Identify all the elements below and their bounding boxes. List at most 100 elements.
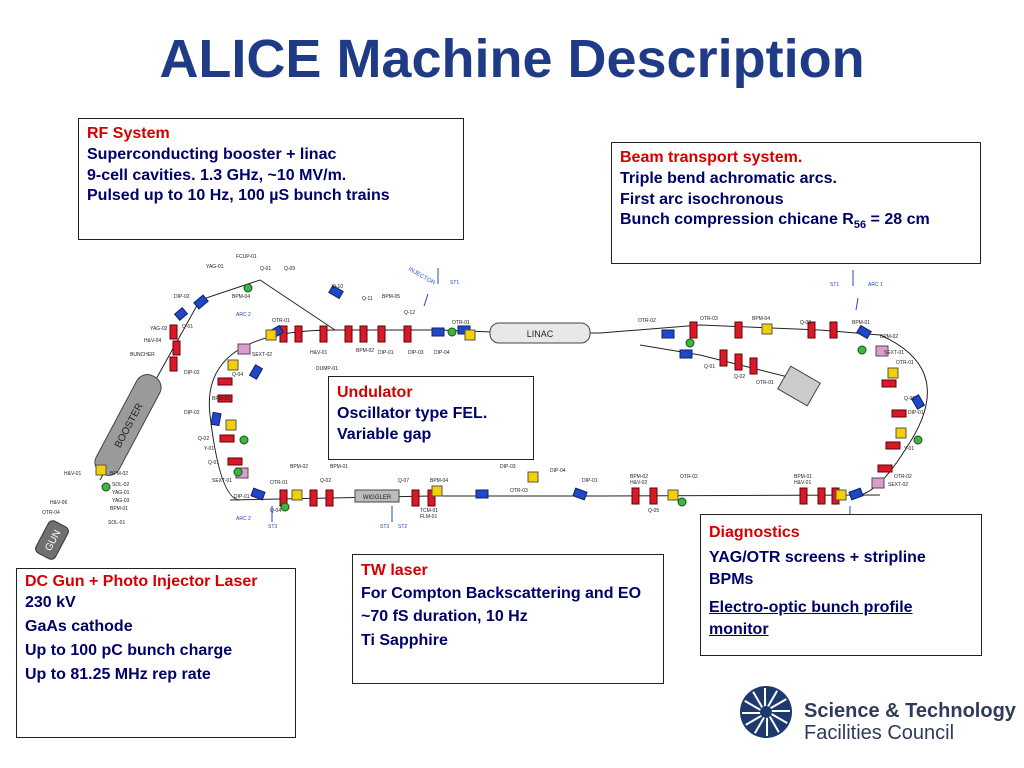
- svg-text:SOL-01: SOL-01: [108, 520, 125, 526]
- svg-text:BPM-01: BPM-01: [110, 506, 128, 512]
- svg-text:Q-11: Q-11: [362, 296, 373, 302]
- diag-line-1: YAG/OTR screens + stripline BPMs: [709, 549, 926, 588]
- svg-text:DIP-02: DIP-02: [184, 410, 200, 416]
- beam-line-3: Bunch compression chicane R56 = 28 cm: [620, 211, 930, 232]
- svg-text:OTR-02: OTR-02: [894, 474, 912, 480]
- quadrupole-magnets: [169, 321, 907, 507]
- svg-text:Q-02: Q-02: [198, 436, 209, 442]
- gun-line-1: 230 kV: [25, 594, 76, 611]
- svg-text:SEXT-01: SEXT-01: [884, 350, 904, 356]
- tw-laser-box: TW laser For Compton Backscattering and …: [352, 554, 664, 684]
- svg-text:Y-01: Y-01: [904, 446, 914, 452]
- svg-text:FLM-01: FLM-01: [420, 514, 437, 520]
- alice-layout-diagram: BOOSTER GUN LINAC WIGGLER INJECTOR: [35, 254, 928, 560]
- svg-text:BPM-02: BPM-02: [880, 334, 898, 340]
- svg-text:H&V-04: H&V-04: [144, 338, 161, 344]
- svg-text:ST3: ST3: [268, 524, 277, 530]
- tw-line-2: ~70 fS duration, 10 Hz: [361, 608, 528, 625]
- svg-text:Q-10: Q-10: [332, 284, 343, 290]
- svg-text:SEXT-01: SEXT-01: [212, 478, 232, 484]
- svg-text:Q-09: Q-09: [284, 266, 295, 272]
- gun-line-4: Up to 81.25 MHz rep rate: [25, 666, 211, 683]
- wiggler-label: WIGGLER: [363, 495, 392, 501]
- svg-text:YAG-02: YAG-02: [150, 326, 168, 332]
- dipole-magnets: [173, 284, 926, 501]
- undulator-line-1: Oscillator type FEL.: [337, 405, 488, 422]
- svg-text:Q-01: Q-01: [260, 266, 271, 272]
- tw-line-3: Ti Sapphire: [361, 632, 448, 649]
- svg-text:BPM-02: BPM-02: [356, 348, 374, 354]
- svg-text:DIP-01: DIP-01: [908, 410, 924, 416]
- svg-text:BPM-04: BPM-04: [752, 316, 770, 322]
- svg-text:OTR-03: OTR-03: [700, 316, 718, 322]
- svg-text:DUMP-01: DUMP-01: [316, 366, 338, 372]
- svg-text:ST1: ST1: [830, 282, 839, 288]
- svg-text:Q-02: Q-02: [734, 374, 745, 380]
- svg-text:Q-01: Q-01: [208, 460, 219, 466]
- svg-text:H&V-02: H&V-02: [630, 480, 647, 486]
- svg-text:OTR-01: OTR-01: [272, 318, 290, 324]
- svg-text:BUNCHER: BUNCHER: [130, 352, 155, 358]
- svg-text:H&V-06: H&V-06: [50, 500, 67, 506]
- svg-text:TCM-01: TCM-01: [420, 508, 438, 514]
- svg-text:YAG-03: YAG-03: [112, 498, 130, 504]
- svg-text:Q-01: Q-01: [182, 324, 193, 330]
- bpm-monitors: [95, 323, 907, 501]
- gun-heading: DC Gun + Photo Injector Laser: [25, 573, 258, 590]
- tw-line-1: For Compton Backscattering and EO: [361, 585, 642, 602]
- svg-text:SOL-02: SOL-02: [112, 482, 129, 488]
- stfc-logo: Science & Technology Facilities Council: [738, 684, 1016, 744]
- svg-text:BPM-02: BPM-02: [110, 471, 128, 477]
- wiggler: [354, 489, 400, 503]
- svg-text:Y-01: Y-01: [204, 446, 214, 452]
- stfc-name-line-1: Science & Technology: [804, 700, 1016, 722]
- svg-text:Q-07: Q-07: [398, 478, 409, 484]
- linac-label: LINAC: [527, 329, 554, 339]
- svg-text:Q-02: Q-02: [904, 396, 915, 402]
- svg-text:OTR-02: OTR-02: [638, 318, 656, 324]
- beam-line-2: First arc isochronous: [620, 191, 784, 208]
- svg-text:OTR-01: OTR-01: [896, 360, 914, 366]
- svg-text:ST1: ST1: [450, 280, 459, 286]
- stfc-emblem-icon: [740, 686, 792, 738]
- svg-text:SEXT-02: SEXT-02: [888, 482, 908, 488]
- beam-heading: Beam transport system.: [620, 149, 803, 166]
- svg-text:YAG-01: YAG-01: [206, 264, 224, 270]
- beam-line-1: Triple bend achromatic arcs.: [620, 170, 837, 187]
- svg-text:Q-12: Q-12: [404, 310, 415, 316]
- gun: [35, 520, 69, 560]
- svg-text:BPM-02: BPM-02: [630, 474, 648, 480]
- diagnostics-box: Diagnostics YAG/OTR screens + stripline …: [700, 514, 982, 656]
- diag-line-2: Electro-optic bunch profile monitor: [709, 599, 913, 638]
- svg-text:BPM-02: BPM-02: [290, 464, 308, 470]
- svg-text:OTR-03: OTR-03: [510, 488, 528, 494]
- svg-text:FCUP-01: FCUP-01: [236, 254, 257, 260]
- svg-text:Q-04: Q-04: [232, 372, 243, 378]
- svg-text:DIP-02: DIP-02: [174, 294, 190, 300]
- svg-text:ARC 2: ARC 2: [236, 312, 251, 318]
- svg-text:BPM-04: BPM-04: [430, 478, 448, 484]
- svg-text:BPM-01: BPM-01: [330, 464, 348, 470]
- svg-text:YAG-01: YAG-01: [112, 490, 130, 496]
- svg-text:OTR-02: OTR-02: [680, 474, 698, 480]
- injector-label: INJECTOR: [407, 267, 436, 287]
- svg-text:OTR-01: OTR-01: [452, 320, 470, 326]
- svg-text:ST3: ST3: [380, 524, 389, 530]
- svg-text:DIP-04: DIP-04: [434, 350, 450, 356]
- dc-gun-box: DC Gun + Photo Injector Laser 230 kV GaA…: [16, 568, 296, 738]
- svg-text:BPM-05: BPM-05: [382, 294, 400, 300]
- rf-line-2: 9-cell cavities. 1.3 GHz, ~10 MV/m.: [87, 167, 347, 184]
- svg-text:DIP-03: DIP-03: [408, 350, 424, 356]
- svg-text:DIP-04: DIP-04: [550, 468, 566, 474]
- undulator-heading: Undulator: [337, 384, 413, 401]
- svg-text:OTR-01: OTR-01: [756, 380, 774, 386]
- svg-text:ARC 1: ARC 1: [868, 282, 883, 288]
- gun-line-3: Up to 100 pC bunch charge: [25, 642, 233, 659]
- rf-system-box: RF System Superconducting booster + lina…: [78, 118, 464, 240]
- beamline-extraction: [639, 344, 801, 381]
- svg-text:DIP-02: DIP-02: [184, 370, 200, 376]
- beamline-upper: [335, 324, 881, 336]
- svg-text:DIP-03: DIP-03: [500, 464, 516, 470]
- svg-text:Q-04: Q-04: [270, 508, 281, 514]
